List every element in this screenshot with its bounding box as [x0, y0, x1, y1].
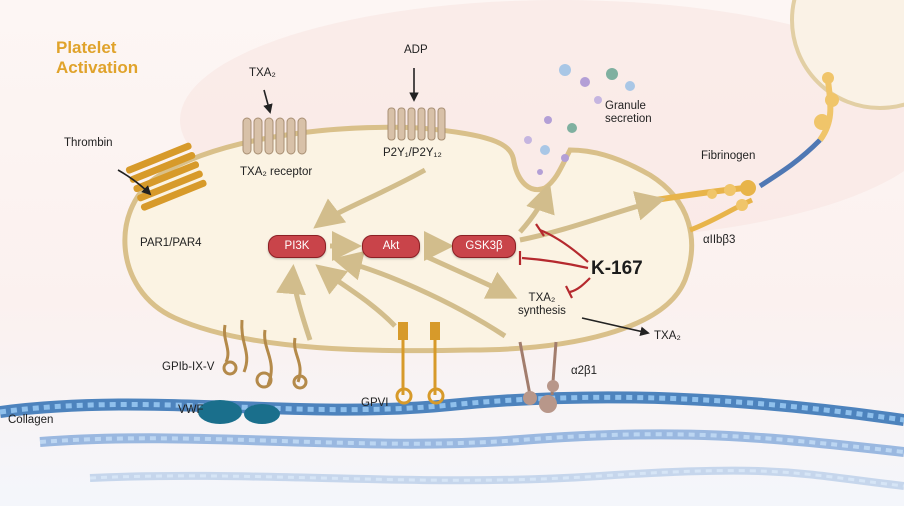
- pi3k-node: PI3K: [268, 235, 326, 258]
- inhibition-lines: [518, 223, 591, 299]
- p2y-label: P2Y₁/P2Y₁₂: [383, 147, 442, 159]
- synthesis-line-1: TXA₂: [528, 292, 556, 304]
- k167-inhibitor-label: K-167: [591, 258, 643, 279]
- collagen-fibers: [0, 391, 904, 490]
- thrombin-label: Thrombin: [64, 137, 113, 149]
- txa2-arrow: [263, 89, 273, 114]
- par-receptor: [125, 142, 207, 211]
- a2b1-label: α2β1: [571, 365, 598, 377]
- vwf-label: VWF: [178, 404, 204, 416]
- granule-vesicles: [524, 64, 635, 175]
- vwf-molecule: [198, 400, 280, 424]
- neighbor-platelet: [790, 0, 904, 110]
- gpib-receptor: [222, 319, 308, 390]
- gpib-label: GPIb-IX-V: [162, 361, 215, 373]
- a2b1-receptor: [518, 341, 559, 413]
- par-label: PAR1/PAR4: [140, 237, 202, 249]
- integrin-label: αIIbβ3: [703, 234, 736, 246]
- thrombin-arrow: [117, 169, 152, 196]
- adp-label: ADP: [404, 44, 428, 56]
- title-line-2: Activation: [56, 57, 139, 77]
- synthesis-line-2: synthesis: [518, 305, 566, 318]
- fibrinogen-molecule: [758, 72, 839, 189]
- txa2-receptor: [242, 117, 307, 155]
- gpvi-receptor: [395, 322, 445, 405]
- activation-arrows: [276, 167, 666, 341]
- granule-line-1: Granule: [605, 100, 646, 112]
- txa2-synthesis-label: TXA₂ synthesis: [518, 292, 566, 318]
- granule-secretion-label: Granule secretion: [605, 100, 652, 126]
- gpvi-label: GPVI: [361, 397, 389, 409]
- fibrinogen-label: Fibrinogen: [701, 150, 756, 162]
- txa2-release-label: TXA₂: [654, 330, 681, 342]
- diagram-title: Platelet Activation: [56, 38, 138, 77]
- collagen-label: Collagen: [8, 414, 54, 426]
- title-line-1: Platelet: [56, 38, 117, 57]
- txa2-ligand-label: TXA₂: [249, 67, 276, 79]
- akt-node: Akt: [362, 235, 420, 258]
- txa2-receptor-label: TXA₂ receptor: [240, 166, 313, 178]
- p2y-receptor: [387, 107, 446, 141]
- gsk3b-node: GSK3β: [452, 235, 516, 258]
- txa2-release-arrow: [581, 317, 650, 336]
- granule-line-2: secretion: [605, 113, 652, 126]
